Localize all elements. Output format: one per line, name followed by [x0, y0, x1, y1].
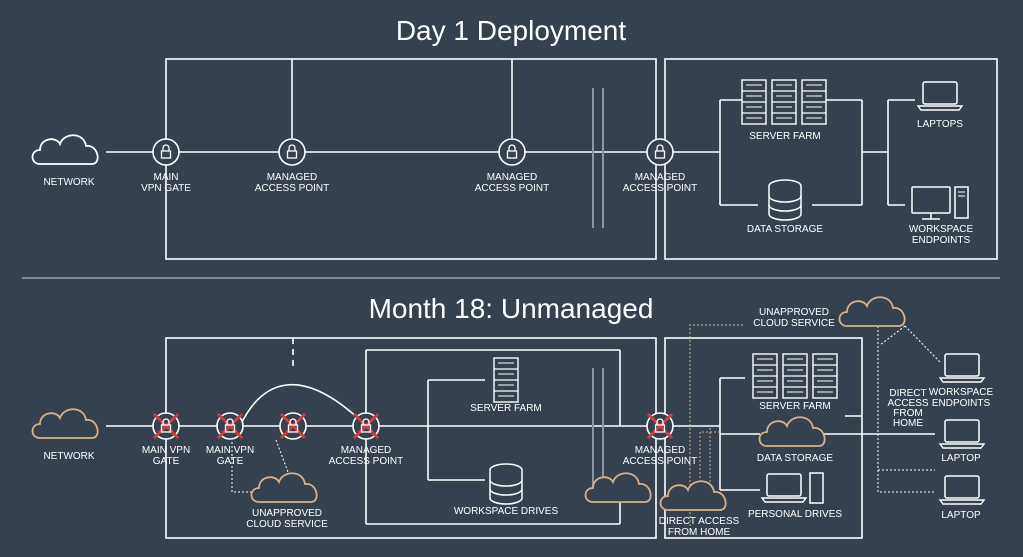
month18-server-farm1-label: SERVER FARM [470, 403, 542, 414]
month18-direct2-label-1: DIRECT [889, 388, 926, 399]
month18-data-storage-label: DATA STORAGE [757, 453, 833, 464]
month18-network-label: NETWORK [43, 451, 94, 462]
unapproved-cloud-icon [838, 296, 906, 327]
month18-personal-drives-label: PERSONAL DRIVES [748, 509, 842, 520]
compromised-vpn-gate-lock-icon[interactable] [215, 411, 245, 441]
unapproved-cloud-icon [250, 472, 318, 503]
month18-ap1-label-1: MANAGED [341, 445, 392, 456]
data-storage-icon [768, 179, 802, 221]
day1-ap2-label-2: ACCESS POINT [475, 183, 549, 194]
managed-access-point-lock-icon[interactable] [646, 138, 674, 166]
month18-laptop2-label: LAPTOP [941, 510, 981, 521]
day1-ap1-label-1: MANAGED [267, 172, 318, 183]
compromised-vpn-gate-lock-icon[interactable] [151, 411, 181, 441]
day1-network-label: NETWORK [43, 177, 94, 188]
month18-vpn2-label-1: MAIN VPN [206, 445, 254, 456]
month18-direct1-label-2: FROM HOME [668, 527, 731, 538]
server-farm-icon [741, 79, 827, 125]
managed-access-point-lock-icon[interactable] [498, 138, 526, 166]
month18-vpn1-label-2: GATE [153, 456, 180, 467]
personal-drives-icon [761, 472, 824, 504]
workspace-drives-icon [489, 463, 523, 505]
month18-unapproved1-label-2: CLOUD SERVICE [246, 519, 328, 530]
main-vpn-gate-lock-icon[interactable] [152, 138, 180, 166]
day1-ap3-label-1: MANAGED [635, 172, 686, 183]
month18-server-farm2-label: SERVER FARM [759, 401, 831, 412]
network-cloud-icon [31, 408, 99, 439]
day1-endpoints-label-2: ENDPOINTS [912, 235, 971, 246]
month18-workspace-drives-label: WORKSPACE DRIVES [454, 506, 559, 517]
shadow-cloud-icon [584, 472, 652, 503]
compromised-lock-icon[interactable] [278, 411, 308, 441]
day1-main-vpn-label-2: VPN GATE [141, 183, 191, 194]
day1-ap2-label-1: MANAGED [487, 172, 538, 183]
month18-unapproved1-label-1: UNAPPROVED [252, 508, 322, 519]
day1-server-farm-label: SERVER FARM [749, 131, 821, 142]
day1-ap3-label-2: ACCESS POINT [623, 183, 697, 194]
laptop-icon [939, 419, 985, 449]
day1-laptops-label: LAPTOPS [917, 119, 963, 130]
month18-endpoints-label-1: WORKSPACE [929, 387, 994, 398]
month18-vpn2-label-2: GATE [217, 456, 244, 467]
month18-direct2-label-3: FROM [893, 408, 922, 419]
day1-lines [106, 58, 998, 260]
network-cloud-icon [31, 134, 99, 165]
day1-main-vpn-label-1: MAIN [154, 172, 179, 183]
day1-title: Day 1 Deployment [396, 15, 627, 46]
laptops-icon [917, 81, 963, 111]
workspace-endpoint-desktop-icon [911, 186, 969, 220]
day1-endpoints-label-1: WORKSPACE [909, 224, 974, 235]
month18-ap2-label-1: MANAGED [635, 445, 686, 456]
month18-ap1-label-2: ACCESS POINT [329, 456, 403, 467]
data-storage-cloud-icon [758, 416, 826, 447]
compromised-access-point-lock-icon[interactable] [351, 411, 381, 441]
month18-title: Month 18: Unmanaged [369, 293, 654, 324]
month18-endpoints-label-2: ENDPOINTS [932, 398, 991, 409]
month18-ap2-label-2: ACCESS POINT [623, 456, 697, 467]
server-farm-icon [752, 353, 838, 399]
direct-access-cloud-icon [659, 480, 727, 511]
day1-data-storage-label: DATA STORAGE [747, 224, 823, 235]
server-icon [493, 357, 519, 403]
day1-ap1-label-2: ACCESS POINT [255, 183, 329, 194]
compromised-access-point-lock-icon[interactable] [645, 411, 675, 441]
unapproved-paths [231, 324, 941, 530]
month18-direct1-label-1: DIRECT ACCESS [659, 516, 740, 527]
workspace-endpoint-laptop-icon [939, 353, 985, 383]
month18-vpn1-label-1: MAIN VPN [142, 445, 190, 456]
month18-direct2-label-4: HOME [893, 418, 923, 429]
laptop-icon [939, 475, 985, 505]
month18-unapproved2-label-2: CLOUD SERVICE [753, 318, 835, 329]
month18-laptop1-label: LAPTOP [941, 453, 981, 464]
managed-access-point-lock-icon[interactable] [278, 138, 306, 166]
month18-unapproved2-label-1: UNAPPROVED [759, 307, 829, 318]
month18-direct2-label-2: ACCESS [887, 398, 928, 409]
